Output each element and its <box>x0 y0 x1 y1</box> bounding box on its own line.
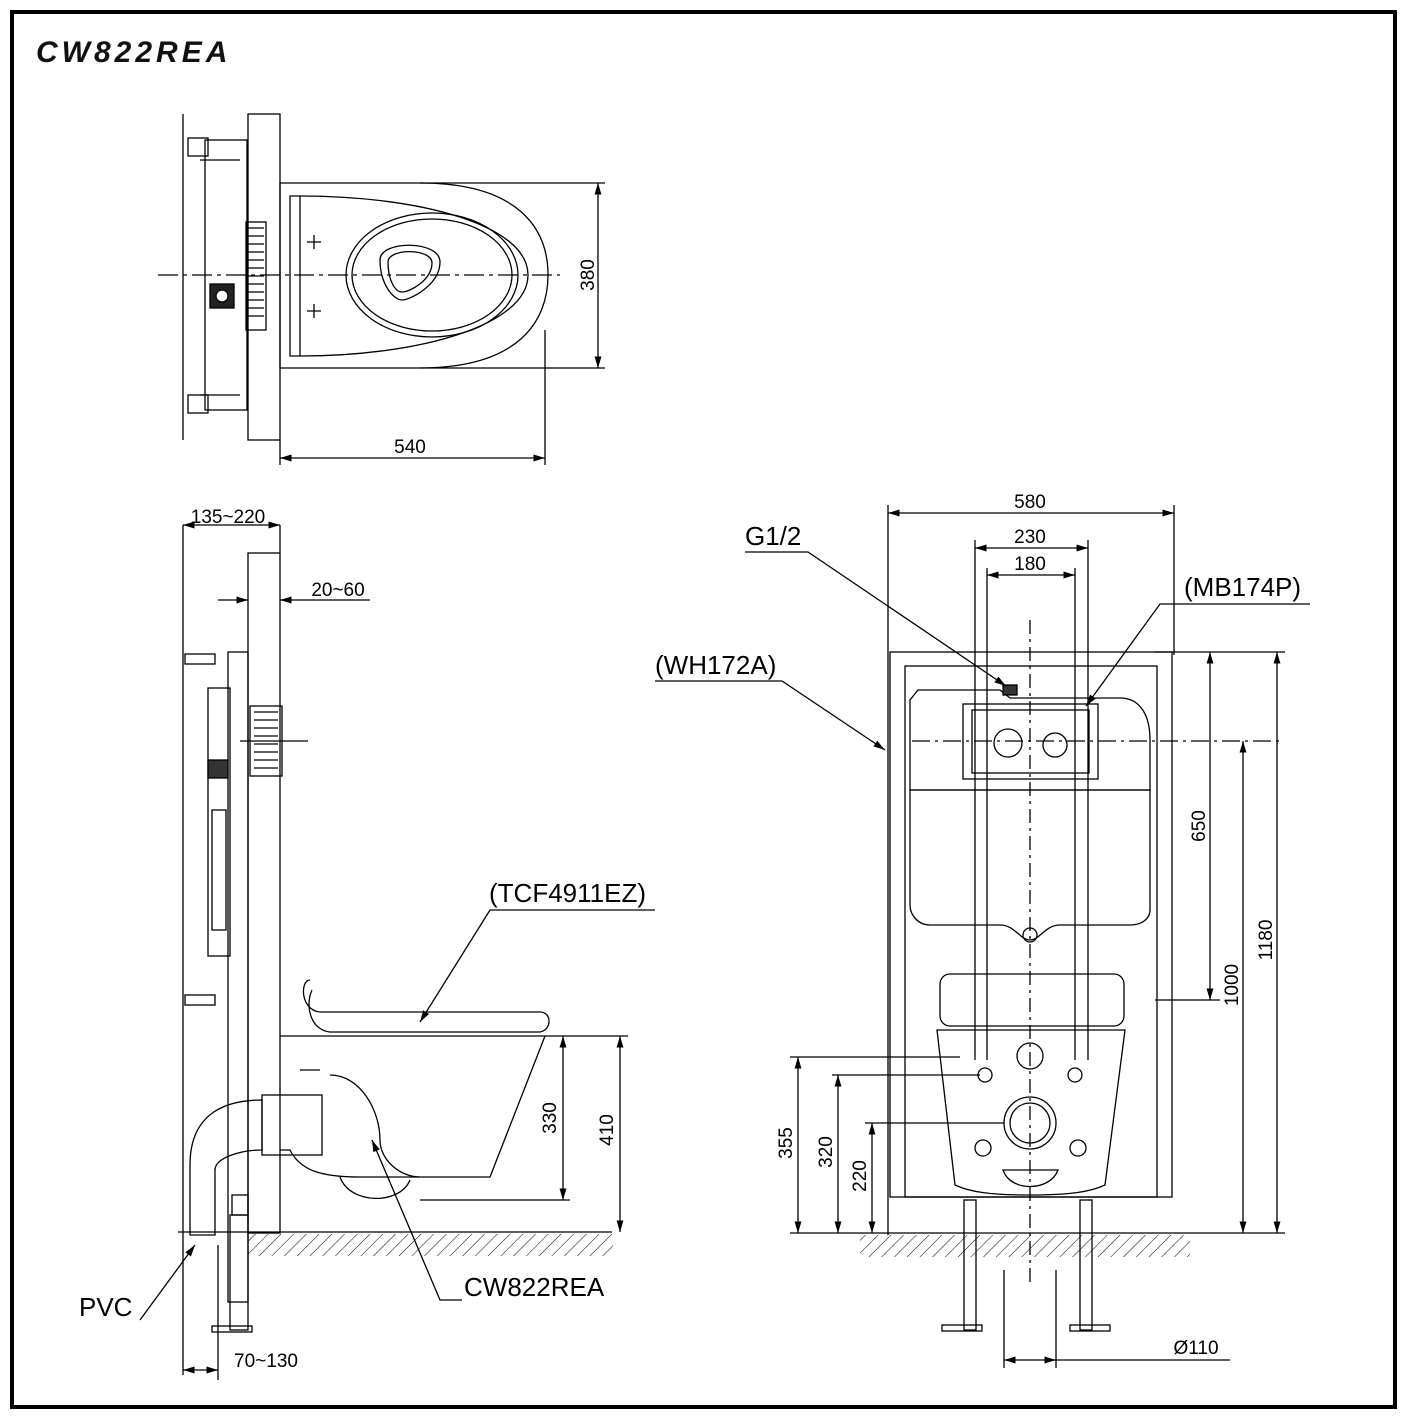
inner-dim: 180 <box>1014 554 1046 575</box>
frame-label: (WH172A) <box>655 650 776 680</box>
bowl-outline <box>279 182 549 369</box>
wall-section <box>247 113 281 441</box>
bowl-front <box>936 1029 1126 1196</box>
wall-section <box>247 552 281 1234</box>
flush-height-dim: 650 <box>1189 810 1210 842</box>
bowl-height-dim: 330 <box>540 1102 561 1134</box>
side-view <box>139 521 655 1380</box>
top-depth-dim: 380 <box>578 259 599 291</box>
total-height-dim: 1180 <box>1256 920 1277 961</box>
inlet-label: G1/2 <box>745 521 801 551</box>
bowl <box>280 1035 546 1178</box>
dim-355: 355 <box>776 1127 797 1159</box>
seat-front <box>939 973 1125 1027</box>
outlet-dim: Ø110 <box>1173 1338 1218 1359</box>
bracket-height-dim: 1000 <box>1222 964 1243 1006</box>
front-view <box>655 505 1310 1368</box>
wall-dim: 135~220 <box>191 507 266 528</box>
rim-height-dim: 410 <box>597 1114 618 1146</box>
seat-label: (TCF4911EZ) <box>489 878 646 908</box>
front-width-dim: 580 <box>1014 492 1046 513</box>
dim-320: 320 <box>816 1136 837 1168</box>
drawing-frame <box>10 10 1397 1409</box>
top-width-dim: 540 <box>394 437 426 458</box>
wall-offset-dim: 20~60 <box>311 580 364 601</box>
top-view <box>158 113 605 465</box>
model-title: CW822REA <box>36 36 232 69</box>
seat <box>302 979 550 1033</box>
dim-220: 220 <box>850 1160 871 1192</box>
flush-pipe <box>245 221 267 331</box>
mount-dim: 230 <box>1014 527 1046 548</box>
bottom-dim: 70~130 <box>234 1351 298 1372</box>
support-frame <box>227 651 249 1303</box>
bowl-label: CW822REA <box>464 1272 605 1302</box>
pvc-label: PVC <box>79 1292 132 1322</box>
plate-label: (MB174P) <box>1184 572 1301 602</box>
